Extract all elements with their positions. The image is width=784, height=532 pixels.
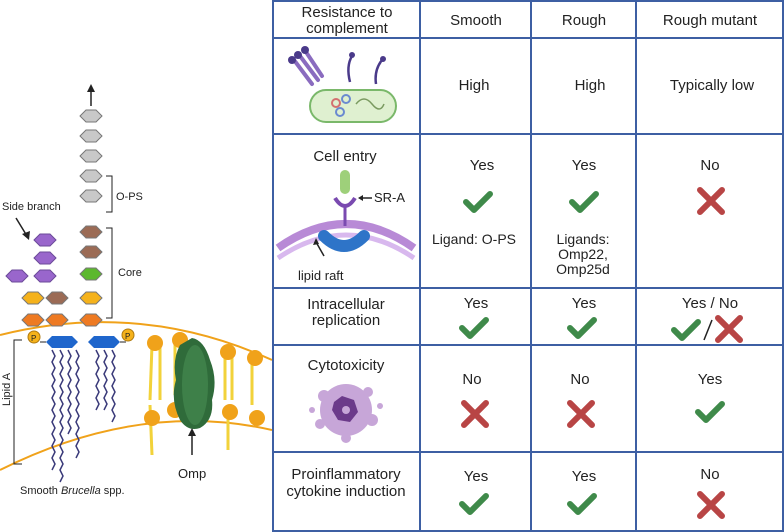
cell-entry-rough-check <box>572 194 596 210</box>
lipid-raft-label: lipid raft <box>298 268 344 283</box>
diagram-caption: Smooth Brucella spp. <box>20 485 125 497</box>
cell-entry-rough-ligand-1: Ligands: <box>557 231 610 247</box>
replication-title-2: replication <box>312 312 380 329</box>
omp-protein <box>173 338 215 429</box>
lipid-a-bracket <box>13 339 22 465</box>
replication-smooth-check <box>462 320 486 336</box>
replication-title-1: Intracellular <box>307 296 385 313</box>
cell-entry-smooth: Yes <box>470 157 494 174</box>
replication-rough-check <box>570 320 594 336</box>
outer-membrane-line <box>0 321 272 361</box>
cytotoxicity-title: Cytotoxicity <box>308 357 385 374</box>
core-bracket <box>106 227 113 319</box>
replication-slash <box>703 319 713 341</box>
header-smooth: Smooth <box>450 12 502 29</box>
o-ps-label: O-PS <box>116 191 143 203</box>
cytokine-title-1: Proinflammatory <box>291 466 401 483</box>
cell-entry-rough: Yes <box>572 157 596 174</box>
cytotoxicity-smooth-cross <box>464 403 486 425</box>
cell-entry-smooth-ligand: Ligand: O-PS <box>432 231 516 247</box>
sr-a-label: SR-A <box>374 190 405 205</box>
complement-rough-mutant: Typically low <box>670 77 754 94</box>
cytokine-rough-mutant: No <box>700 466 719 483</box>
replication-smooth: Yes <box>464 295 488 312</box>
core-label: Core <box>118 267 142 279</box>
side-branch-arrow-head <box>22 231 30 240</box>
o-ps-bracket <box>106 175 113 213</box>
header-rough-mutant: Rough mutant <box>663 12 758 29</box>
cytotoxicity-smooth: No <box>462 371 481 388</box>
replication-rough-mutant: Yes / No <box>682 295 738 312</box>
side-branch-label: Side branch <box>2 201 61 213</box>
cytotoxicity-rough-cross <box>570 403 592 425</box>
omp-arrow-head <box>188 428 196 436</box>
fatty-acid-chains <box>51 349 116 483</box>
lps-structure-diagram: Omp O-PS Core Side branch <box>0 84 272 497</box>
complement-smooth: High <box>459 77 490 94</box>
complement-rough: High <box>575 77 606 94</box>
cytotoxicity-rough: No <box>570 371 589 388</box>
cell-entry-illustration <box>275 170 417 261</box>
cytokine-rough: Yes <box>572 468 596 485</box>
side-branch <box>5 233 57 283</box>
omp-label: Omp <box>178 466 206 481</box>
cytokine-rough-mutant-cross <box>700 494 722 516</box>
cytotoxicity-rough-mutant: Yes <box>698 371 722 388</box>
o-ps-chain <box>79 109 103 203</box>
inner-membrane-line <box>0 420 272 471</box>
cell-entry-rough-ligand-3: Omp25d <box>556 261 610 277</box>
phosphate-left <box>27 330 41 344</box>
comparison-table: Resistance to complement Smooth Rough Ro… <box>272 0 784 532</box>
cell-entry-smooth-check <box>466 194 490 210</box>
dying-cell-illustration <box>309 384 383 443</box>
lipid-a-label: Lipid A <box>1 372 13 406</box>
replication-rough: Yes <box>572 295 596 312</box>
cytokine-rough-check <box>570 496 594 512</box>
svg-text:P: P <box>31 334 36 343</box>
svg-text:P: P <box>125 332 130 341</box>
cytokine-title-2: cytokine induction <box>286 483 405 500</box>
lipid-a-backbone: P P <box>27 328 135 348</box>
phosphate-right <box>121 328 135 342</box>
cell-entry-rough-mutant: No <box>700 157 719 174</box>
header-resistance-line2: complement <box>306 20 389 37</box>
cytokine-smooth: Yes <box>464 468 488 485</box>
replication-rough-mutant-cross <box>718 318 740 340</box>
cell-entry-rough-ligand-2: Omp22, <box>558 246 608 262</box>
table-grid <box>272 0 784 532</box>
complement-illustration <box>288 46 397 123</box>
replication-rough-mutant-check <box>674 322 698 338</box>
cell-entry-rough-mutant-cross <box>700 190 722 212</box>
cytotoxicity-rough-mutant-check <box>698 404 722 420</box>
cell-entry-title: Cell entry <box>313 148 377 165</box>
header-rough: Rough <box>562 12 606 29</box>
header-resistance-line1: Resistance to <box>302 4 393 21</box>
chain-top-arrow-head <box>87 84 95 92</box>
core-chain <box>21 225 103 327</box>
cytokine-smooth-check <box>462 496 486 512</box>
